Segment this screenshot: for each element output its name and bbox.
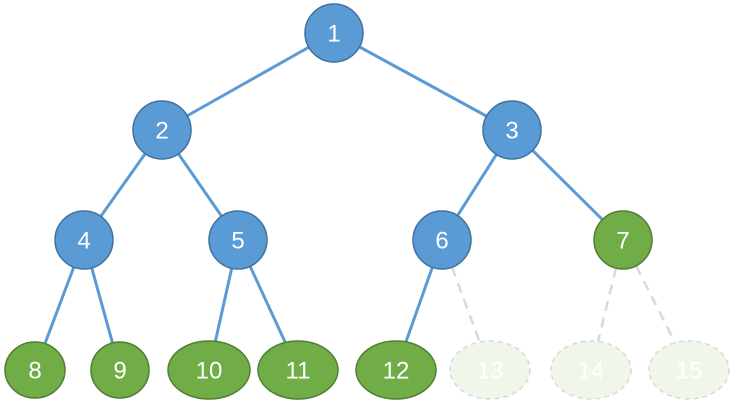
node-circle-14 bbox=[550, 340, 632, 400]
node-circle-12 bbox=[355, 340, 437, 400]
node-label-5: 5 bbox=[231, 228, 244, 255]
node-label-10: 10 bbox=[196, 358, 223, 385]
node-circle-2 bbox=[132, 100, 192, 160]
node-label-15: 15 bbox=[676, 358, 703, 385]
tree-edges bbox=[43, 45, 677, 345]
node-label-13: 13 bbox=[477, 358, 504, 385]
edge-7-14 bbox=[596, 267, 618, 342]
node-label-12: 12 bbox=[383, 358, 410, 385]
edge-1-2 bbox=[186, 45, 310, 118]
node-label-7: 7 bbox=[616, 228, 629, 255]
edge-2-4 bbox=[99, 152, 147, 218]
tree-node-13: 13 bbox=[449, 340, 531, 400]
node-circle-7 bbox=[593, 210, 653, 270]
tree-node-6: 6 bbox=[412, 210, 472, 270]
edge-3-6 bbox=[456, 153, 498, 217]
edge-3-7 bbox=[531, 149, 604, 221]
edge-2-5 bbox=[177, 153, 223, 217]
node-circle-4 bbox=[54, 210, 114, 270]
node-circle-5 bbox=[208, 210, 268, 270]
tree-node-14: 14 bbox=[550, 340, 632, 400]
edge-4-8 bbox=[43, 266, 76, 345]
node-circle-1 bbox=[304, 3, 364, 63]
node-circle-11 bbox=[257, 340, 339, 400]
tree-node-4: 4 bbox=[54, 210, 114, 270]
tree-node-12: 12 bbox=[355, 340, 437, 400]
node-label-11: 11 bbox=[286, 358, 311, 385]
node-label-3: 3 bbox=[505, 118, 518, 145]
node-circle-8 bbox=[4, 341, 66, 399]
edge-1-3 bbox=[358, 45, 488, 118]
tree-node-11: 11 bbox=[257, 340, 339, 400]
node-circle-6 bbox=[412, 210, 472, 270]
edge-4-9 bbox=[90, 267, 114, 344]
tree-node-10: 10 bbox=[167, 340, 251, 400]
edge-5-10 bbox=[213, 267, 234, 342]
tree-node-8: 8 bbox=[4, 341, 66, 399]
edge-6-12 bbox=[404, 266, 434, 343]
tree-node-5: 5 bbox=[208, 210, 268, 270]
node-circle-13 bbox=[449, 340, 531, 400]
tree-node-1: 1 bbox=[304, 3, 364, 63]
node-label-6: 6 bbox=[435, 228, 448, 255]
node-label-1: 1 bbox=[327, 21, 340, 48]
tree-node-3: 3 bbox=[482, 100, 542, 160]
edge-7-15 bbox=[635, 265, 677, 344]
node-label-14: 14 bbox=[578, 358, 605, 385]
tree-node-2: 2 bbox=[132, 100, 192, 160]
node-label-9: 9 bbox=[113, 358, 126, 385]
node-circle-3 bbox=[482, 100, 542, 160]
edge-5-11 bbox=[248, 265, 287, 344]
tree-node-9: 9 bbox=[90, 341, 150, 399]
node-label-8: 8 bbox=[28, 358, 41, 385]
edge-6-13 bbox=[450, 266, 481, 343]
node-circle-15 bbox=[648, 340, 730, 400]
tree-node-7: 7 bbox=[593, 210, 653, 270]
node-circle-10 bbox=[167, 340, 251, 400]
node-label-2: 2 bbox=[155, 118, 168, 145]
tree-node-15: 15 bbox=[648, 340, 730, 400]
node-circle-9 bbox=[90, 341, 150, 399]
node-label-4: 4 bbox=[77, 228, 90, 255]
